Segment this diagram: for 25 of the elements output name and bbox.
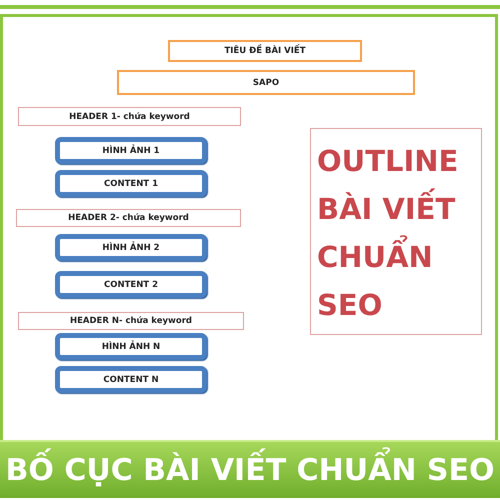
header-box	[16, 209, 241, 227]
banner-title: BỐ CỤC BÀI VIẾT CHUẨN SEO	[0, 440, 500, 498]
node-label: HEADER 1- chứa keyword	[69, 112, 190, 122]
section-box	[55, 366, 207, 393]
section-box	[55, 170, 207, 197]
node-label: CONTENT N	[103, 374, 159, 384]
section-box	[55, 234, 207, 261]
node-label: SAPO	[252, 78, 280, 88]
node-label: HEADER N- chứa keyword	[70, 316, 192, 326]
node-label: OUTLINE BÀI VIẾT CHUẨN SEO	[317, 143, 460, 324]
node-label: HÌNH ẢNH 2	[102, 242, 160, 252]
title-box	[168, 40, 362, 62]
outline-box	[310, 128, 482, 335]
node-label: CONTENT 2	[104, 280, 158, 290]
node-label: CONTENT 1	[104, 178, 158, 188]
section-box	[55, 333, 207, 360]
section-box	[55, 271, 207, 298]
title-box	[117, 70, 415, 95]
node-label: TIÊU ĐỀ BÀI VIẾT	[224, 46, 306, 56]
node-label: HÌNH ẢNH 1	[102, 146, 160, 156]
node-label: HEADER 2- chứa keyword	[68, 213, 189, 223]
section-box	[55, 137, 207, 164]
node-label: HÌNH ẢNH N	[102, 342, 160, 352]
header-box	[18, 312, 244, 330]
header-box	[18, 107, 241, 126]
